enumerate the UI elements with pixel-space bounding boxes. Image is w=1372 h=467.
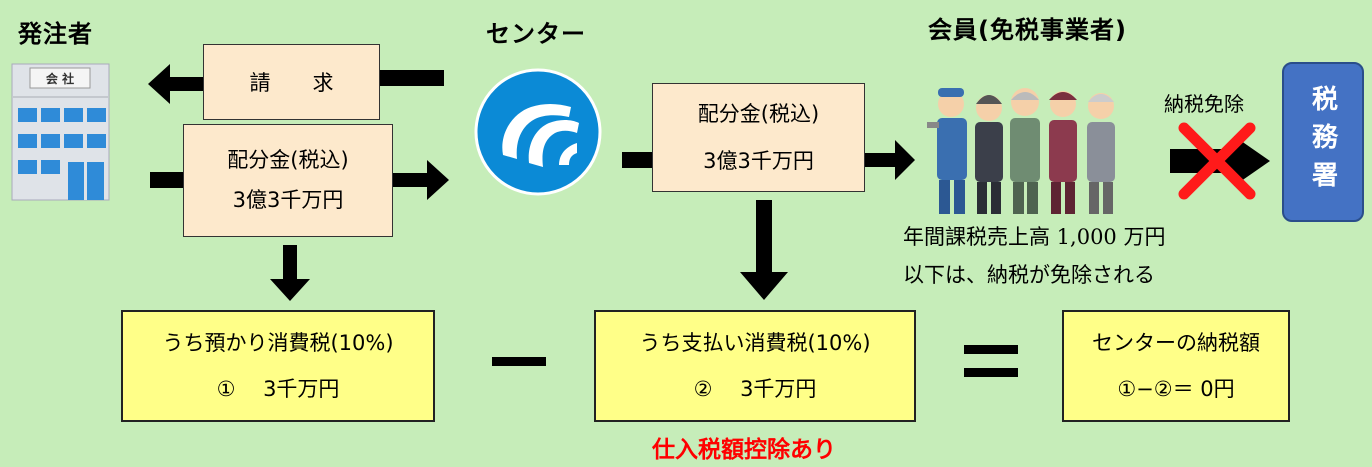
cross-icon: [1178, 122, 1256, 204]
invoice-arrow-tail: [380, 70, 444, 86]
tax-office-label: 税務署: [1307, 85, 1338, 199]
company-sign: 会 社: [45, 71, 75, 86]
alloc-right-line2: 3億3千万円: [703, 148, 814, 173]
alloc-left-arrow-tail: [150, 172, 185, 188]
alloc-left-arrow-head: [393, 160, 449, 204]
alloc-left-box: 配分金(税込) 3億3千万円: [183, 124, 393, 237]
paid-tax-box: うち支払い消費税(10%) ② 3千万円: [594, 310, 916, 422]
alloc-right-line1: 配分金(税込): [697, 102, 820, 127]
member-heading: 会員(免税事業者): [928, 16, 1127, 44]
deduction-label: 仕入税額控除あり: [652, 437, 836, 463]
alloc-right-box: 配分金(税込) 3億3千万円: [652, 83, 865, 192]
alloc-left-line1: 配分金(税込): [227, 147, 349, 172]
tax-exempt-label: 納税免除: [1164, 92, 1244, 116]
center-heading: センター: [486, 20, 586, 48]
invoice-arrow-left: [148, 64, 206, 108]
center-tax-box: センターの納税額 ①−②＝ 0円: [1062, 310, 1290, 422]
down-arrow-left: [270, 245, 310, 305]
equals-operator-bottom: [964, 368, 1018, 377]
down-arrow-center: [740, 200, 788, 304]
equals-operator-top: [964, 345, 1018, 354]
received-tax-line2: ① 3千万円: [216, 377, 340, 401]
minus-operator: [492, 357, 546, 366]
company-building-icon: 会 社: [8, 62, 113, 202]
exemption-note-line1: 年間課税売上高 1,000 万円: [903, 225, 1166, 249]
paid-tax-line1: うち支払い消費税(10%): [639, 330, 871, 355]
received-tax-line1: うち預かり消費税(10%): [162, 330, 394, 355]
received-tax-box: うち預かり消費税(10%) ① 3千万円: [121, 310, 435, 422]
exemption-note-line2: 以下は、納税が免除される: [903, 263, 1155, 287]
center-tax-line2: ①−②＝ 0円: [1117, 377, 1235, 401]
exemption-note: 年間課税売上高 1,000 万円 以下は、納税が免除される: [903, 218, 1165, 294]
center-tax-line1: センターの納税額: [1092, 330, 1260, 355]
tax-office-box: 税務署: [1282, 62, 1364, 222]
center-logo-icon: [473, 67, 603, 197]
invoice-label: 請 求: [249, 71, 334, 95]
orderer-heading: 発注者: [18, 20, 93, 48]
paid-tax-line2: ② 3千万円: [693, 377, 817, 401]
alloc-right-arrow-tail: [622, 152, 654, 168]
members-group-icon: [925, 80, 1155, 220]
alloc-left-line2: 3億3千万円: [232, 187, 344, 212]
alloc-right-arrow-head: [865, 140, 915, 184]
invoice-box: 請 求: [203, 44, 380, 120]
